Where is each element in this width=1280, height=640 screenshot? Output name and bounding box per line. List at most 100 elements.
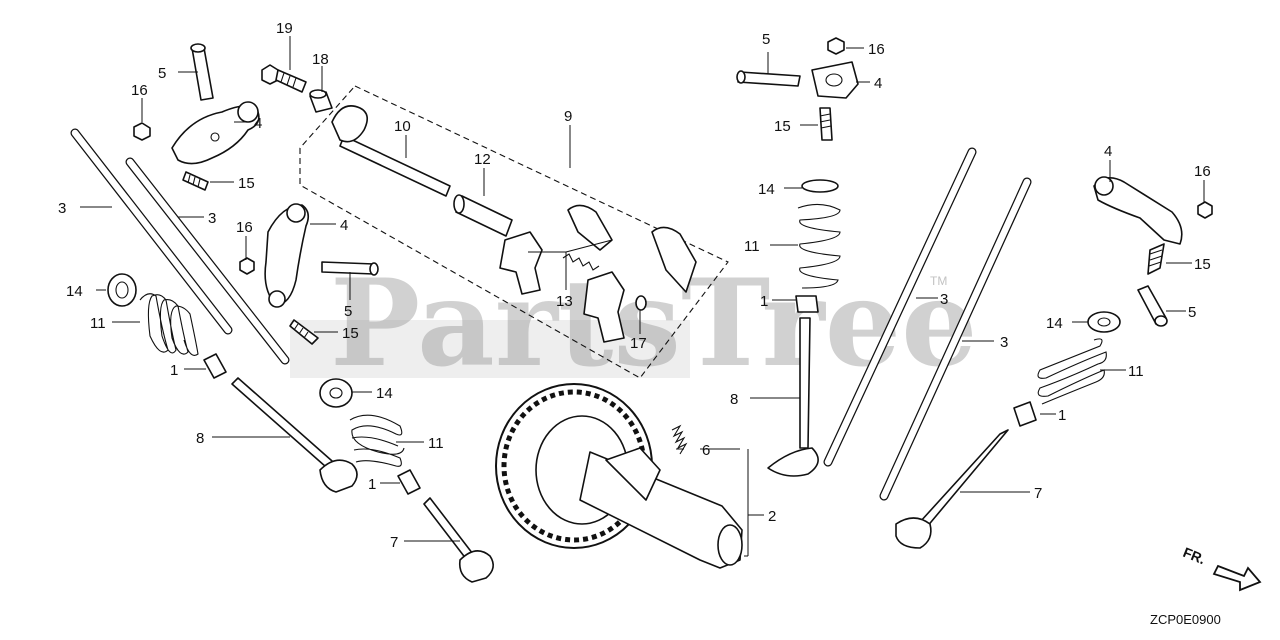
valve-spring-far-right[interactable] (1037, 338, 1107, 405)
callout-11[interactable]: 11 (744, 238, 760, 255)
callout-15[interactable]: 15 (342, 325, 359, 342)
callout-4[interactable]: 4 (1104, 143, 1112, 160)
shaft-collar[interactable] (309, 89, 333, 113)
front-direction-indicator: FR. (1181, 544, 1262, 592)
callout-18[interactable]: 18 (312, 51, 329, 68)
callout-16[interactable]: 16 (131, 82, 148, 99)
push-rod-right-2[interactable] (879, 177, 1032, 501)
shaft-bolt[interactable] (261, 64, 307, 93)
rocker-shaft[interactable] (331, 105, 451, 197)
callout-8[interactable]: 8 (730, 391, 738, 408)
callout-15[interactable]: 15 (238, 175, 255, 192)
rocker-arm-far-right[interactable] (1093, 176, 1183, 245)
rocker-pin-lower-left[interactable] (321, 261, 379, 276)
spring-retainer-far-right[interactable] (1087, 311, 1121, 333)
callout-11[interactable]: 11 (428, 435, 444, 452)
callout-7[interactable]: 7 (390, 534, 398, 551)
push-rod-left-1[interactable] (70, 128, 233, 335)
valve-keeper-left-upper[interactable] (203, 353, 227, 379)
pivot-bolt-upper-left[interactable] (182, 171, 209, 191)
callout-3[interactable]: 3 (58, 200, 66, 217)
callout-14[interactable]: 14 (758, 181, 775, 198)
callout-16[interactable]: 16 (1194, 163, 1211, 180)
callout-3[interactable]: 3 (1000, 334, 1008, 351)
rocker-arm-top-right[interactable] (811, 61, 859, 99)
valve-far-right[interactable] (895, 429, 1009, 549)
callout-13[interactable]: 13 (556, 293, 573, 310)
rocker-pin-top-right[interactable] (736, 70, 801, 87)
pivot-bolt-top-right[interactable] (819, 107, 833, 141)
callout-1[interactable]: 1 (1058, 407, 1066, 424)
callout-4[interactable]: 4 (254, 115, 262, 132)
callout-leaders (80, 36, 1205, 557)
valve-spring-center-right[interactable] (797, 203, 841, 289)
shaft-sleeve[interactable] (453, 194, 513, 237)
spring-retainer-left-upper[interactable] (107, 273, 137, 307)
callout-17[interactable]: 17 (630, 335, 647, 352)
front-direction-label: FR. (1181, 544, 1208, 567)
callout-5[interactable]: 5 (762, 31, 770, 48)
callout-12[interactable]: 12 (474, 151, 491, 168)
pivot-nut-far-right[interactable] (1197, 201, 1213, 219)
callout-10[interactable]: 10 (394, 118, 411, 135)
valve-center-right[interactable] (767, 317, 819, 477)
shaft-washer[interactable] (635, 295, 647, 311)
rocker-spring[interactable] (562, 253, 600, 271)
rocker-arm-left-in-box[interactable] (499, 204, 613, 295)
spring-retainer-center-right[interactable] (801, 179, 839, 193)
callout-1[interactable]: 1 (170, 362, 178, 379)
callout-5[interactable]: 5 (158, 65, 166, 82)
pivot-nut-lower-left[interactable] (239, 257, 255, 275)
pivot-bolt-lower-left[interactable] (289, 319, 319, 345)
pivot-nut-upper-left[interactable] (133, 122, 151, 141)
callout-11[interactable]: 11 (1128, 363, 1144, 380)
callout-9[interactable]: 9 (564, 108, 572, 125)
callout-8[interactable]: 8 (196, 430, 204, 447)
callout-6[interactable]: 6 (702, 442, 710, 459)
callout-3[interactable]: 3 (940, 291, 948, 308)
rocker-arm-lower-left[interactable] (264, 203, 310, 308)
valve-keeper-far-right[interactable] (1013, 401, 1037, 427)
rocker-arm-right-in-box[interactable] (583, 226, 697, 343)
callout-19[interactable]: 19 (276, 20, 293, 37)
valve-spring-left-middle[interactable] (349, 414, 405, 467)
watermark-tm: TM (930, 274, 947, 288)
callout-14[interactable]: 14 (1046, 315, 1063, 332)
valve-left-lower[interactable] (423, 497, 494, 583)
valve-keeper-left-middle[interactable] (397, 469, 421, 495)
callout-15[interactable]: 15 (774, 118, 791, 135)
callout-2[interactable]: 2 (768, 508, 776, 525)
pivot-bolt-far-right[interactable] (1147, 243, 1165, 275)
rocker-pin-upper-left[interactable] (190, 43, 214, 101)
valve-keeper-center-right[interactable] (795, 295, 819, 313)
callout-7[interactable]: 7 (1034, 485, 1042, 502)
decompressor-spring[interactable] (671, 424, 688, 455)
push-rod-right-1[interactable] (823, 147, 977, 467)
callout-3[interactable]: 3 (208, 210, 216, 227)
callout-11[interactable]: 11 (90, 315, 106, 332)
callout-15[interactable]: 15 (1194, 256, 1211, 273)
callout-16[interactable]: 16 (236, 219, 253, 236)
callout-4[interactable]: 4 (874, 75, 882, 92)
valve-left-upper[interactable] (231, 377, 358, 493)
callout-16[interactable]: 16 (868, 41, 885, 58)
camshaft[interactable] (579, 447, 743, 569)
watermark-text: PartsTree (330, 253, 977, 394)
callout-14[interactable]: 14 (66, 283, 83, 300)
callout-14[interactable]: 14 (376, 385, 393, 402)
push-rod-left-2[interactable] (125, 157, 290, 365)
callout-4[interactable]: 4 (340, 217, 348, 234)
callout-1[interactable]: 1 (368, 476, 376, 493)
callout-5[interactable]: 5 (344, 303, 352, 320)
spring-retainer-left-middle[interactable] (319, 378, 353, 408)
callout-labels: 5 16 4 15 3 3 19 18 16 4 5 15 14 11 1 14… (58, 20, 1211, 551)
diagram-code: ZCP0E0900 (1150, 612, 1221, 627)
callout-1[interactable]: 1 (760, 293, 768, 310)
rocker-pin-far-right[interactable] (1137, 285, 1168, 327)
valve-spring-left-upper[interactable] (139, 293, 199, 356)
callout-5[interactable]: 5 (1188, 304, 1196, 321)
pivot-nut-top-right[interactable] (827, 37, 845, 55)
rocker-arm-upper-left[interactable] (171, 101, 260, 165)
